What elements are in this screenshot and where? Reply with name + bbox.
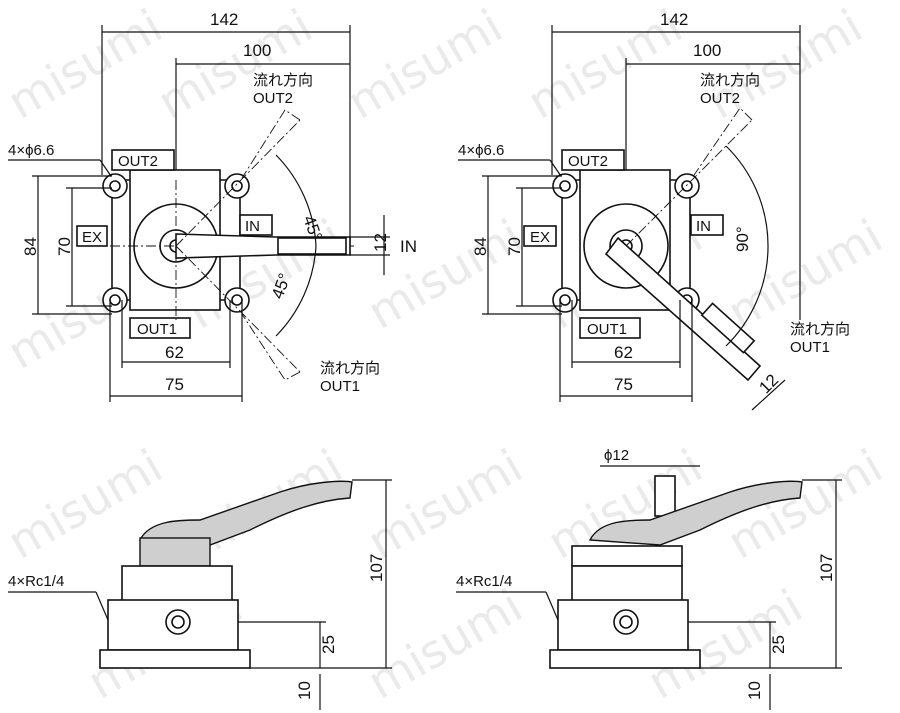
dim-12: 12 xyxy=(371,233,390,252)
port-box-out2 xyxy=(561,149,625,171)
valve-cap xyxy=(571,545,683,567)
lever-side xyxy=(138,480,353,546)
dim-12: 12 xyxy=(755,370,782,397)
flow-direction-label: 流れ方向 xyxy=(700,72,760,89)
valve-top-plate xyxy=(571,565,683,603)
mount-hole-inner xyxy=(109,180,121,192)
port-ex-label: EX xyxy=(82,229,102,246)
lever-grip xyxy=(700,302,756,354)
angle-arc xyxy=(275,245,317,337)
dim-84: 84 xyxy=(21,237,40,256)
dim-142: 142 xyxy=(210,10,238,29)
dim-75: 75 xyxy=(614,375,633,394)
valve-foot xyxy=(99,649,251,669)
port-hole-inner xyxy=(619,615,633,629)
lever-side xyxy=(588,480,803,546)
valve-top-plate xyxy=(121,565,233,603)
mount-hole-inner xyxy=(559,294,571,306)
mount-hole-inner xyxy=(231,294,243,306)
watermark-text: misumi xyxy=(699,0,872,130)
flow-direction-label: 流れ方向 xyxy=(253,72,313,89)
port-box-out1 xyxy=(579,317,641,339)
watermark-text: misumi xyxy=(359,579,532,710)
port-box-in xyxy=(239,214,273,236)
bottom-right-view: ϕ12 4×Rc1/4 107 25 10 xyxy=(456,447,842,710)
angle-arc xyxy=(725,145,769,347)
port-box-in xyxy=(690,214,724,236)
port-hole-inner xyxy=(171,615,185,629)
phantom-handle xyxy=(241,313,301,381)
lever-base xyxy=(139,537,211,567)
hole-callout: 4×ϕ6.6 xyxy=(8,142,54,159)
phantom-line xyxy=(625,119,753,247)
dim-84: 84 xyxy=(471,237,490,256)
phantom-line xyxy=(175,245,301,373)
port-out2-label: OUT2 xyxy=(118,153,158,170)
phi-label: ϕ12 xyxy=(604,447,629,464)
dim-line-12 xyxy=(751,379,786,411)
dim-75: 75 xyxy=(165,375,184,394)
flow-port-label: OUT2 xyxy=(700,90,740,107)
mount-hole-inner xyxy=(231,180,243,192)
port-out2-label: OUT2 xyxy=(568,153,608,170)
dim-62: 62 xyxy=(165,343,184,362)
angle-90: 90° xyxy=(733,226,752,252)
port-box-out1 xyxy=(129,317,191,339)
watermark-text: misumi xyxy=(359,439,532,570)
watermark-text: misumi xyxy=(0,0,171,130)
dim-25: 25 xyxy=(769,635,788,654)
thread-callout: 4×Rc1/4 xyxy=(8,573,64,590)
dim-142: 142 xyxy=(660,10,688,29)
phantom-line xyxy=(175,119,301,247)
lever-grip xyxy=(277,237,347,255)
hole-callout: 4×ϕ6.6 xyxy=(458,142,504,159)
watermark-text: misumi xyxy=(339,0,512,130)
port-out1-label: OUT1 xyxy=(137,321,177,338)
flow-port-label: OUT1 xyxy=(320,378,360,395)
port-in-label: IN xyxy=(245,218,260,235)
leader-line xyxy=(95,591,109,621)
flow-port-label: OUT2 xyxy=(253,90,293,107)
in-label: IN xyxy=(400,237,417,256)
pin-phi12 xyxy=(654,475,676,517)
dim-100: 100 xyxy=(243,41,271,60)
port-out1-label: OUT1 xyxy=(587,321,627,338)
top-right-view: 142 100 流れ方向 OUT2 4×ϕ6.6 OUT2 OUT1 EX IN xyxy=(458,10,850,411)
flow-port-label: OUT1 xyxy=(790,339,830,356)
phantom-handle xyxy=(241,109,301,179)
valve-foot xyxy=(549,649,701,669)
flow-direction-label: 流れ方向 xyxy=(790,321,850,338)
top-left-view: 142 100 流れ方向 OUT2 4×ϕ6.6 OUT2 OUT1 EX IN xyxy=(8,10,417,402)
port-in-label: IN xyxy=(696,218,711,235)
dim-10: 10 xyxy=(745,681,764,700)
mount-hole-inner xyxy=(559,180,571,192)
dim-10: 10 xyxy=(295,681,314,700)
leader-line xyxy=(545,591,559,621)
dim-70: 70 xyxy=(505,237,524,256)
thread-callout: 4×Rc1/4 xyxy=(456,573,512,590)
port-box-out2 xyxy=(111,149,175,171)
dim-70: 70 xyxy=(55,237,74,256)
dim-107: 107 xyxy=(817,554,836,582)
port-box-ex xyxy=(523,225,557,247)
mount-hole-inner xyxy=(109,294,121,306)
dim-62: 62 xyxy=(614,343,633,362)
bottom-left-view: 4×Rc1/4 107 25 10 xyxy=(8,479,392,710)
phantom-handle xyxy=(691,107,753,179)
dim-25: 25 xyxy=(319,635,338,654)
mount-hole-inner xyxy=(681,180,693,192)
angle-arc xyxy=(275,154,317,247)
port-ex-label: EX xyxy=(530,229,550,246)
port-box-ex xyxy=(76,225,108,247)
dim-100: 100 xyxy=(693,41,721,60)
dim-107: 107 xyxy=(367,554,386,582)
flow-direction-label: 流れ方向 xyxy=(320,360,380,377)
